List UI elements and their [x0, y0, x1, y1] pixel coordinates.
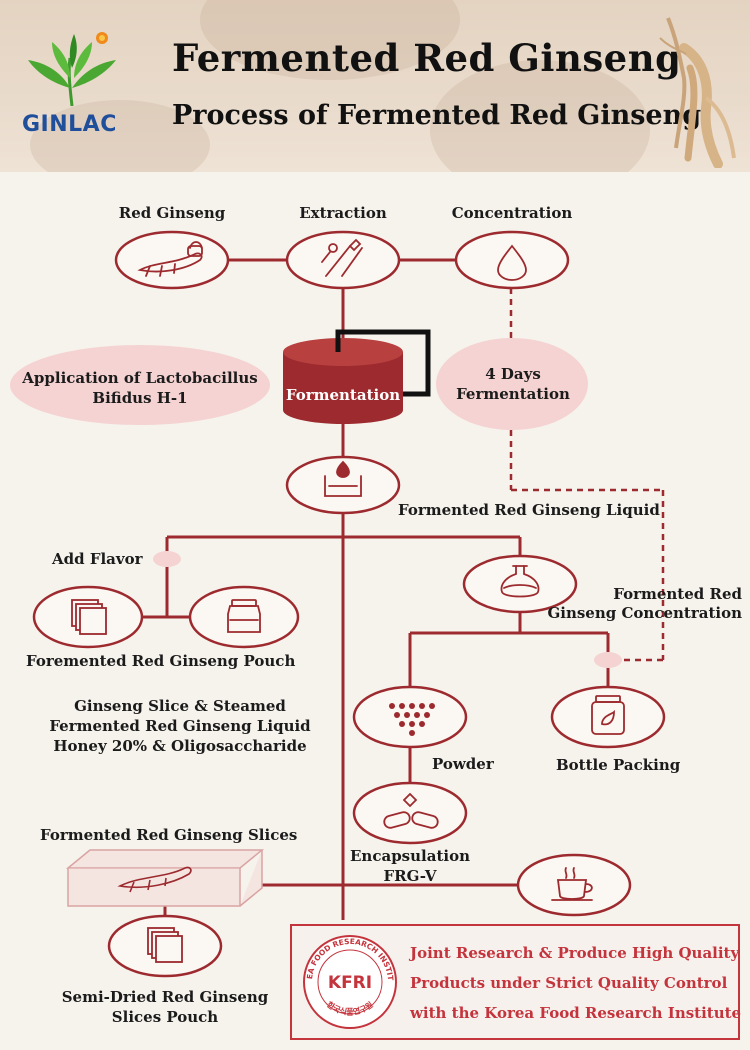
label-days-2: Fermentation: [456, 385, 570, 403]
extraction-circle: [285, 230, 401, 290]
label-concentrate-2: Ginseng Concentration: [547, 604, 742, 622]
liquid-bowl-icon: [324, 460, 362, 497]
label-semi-2: Slices Pouch: [111, 1008, 219, 1026]
kfri-line-3: with the Korea Food Research Institute: [410, 1004, 742, 1022]
stacked-squares-icon-2: [147, 927, 183, 963]
kfri-info-box: KOREA FOOD RESEARCH INSTITUTE 한국식품연구원 KF…: [290, 924, 742, 1040]
add-flavor-dot: [153, 551, 181, 567]
label-add-flavor: Add Flavor: [52, 550, 143, 568]
red-ginseng-circle: [114, 230, 230, 290]
fermentation-days-ellipse: [436, 338, 588, 430]
label-slice-note-2: Fermented Red Ginseng Liquid: [49, 717, 311, 735]
label-fermentation: Formentation: [285, 386, 401, 404]
jar-circle: [188, 585, 300, 649]
header-banner: [0, 0, 750, 172]
ginseng-slice-icon: [117, 866, 192, 893]
extraction-tools-icon: [321, 238, 363, 277]
flask-circle: [462, 554, 578, 614]
label-lactobacillus-2: Bifidus H-1: [92, 389, 188, 407]
label-pouch: Foremented Red Ginseng Pouch: [26, 652, 296, 670]
label-days-1: 4 Days: [485, 365, 541, 383]
label-slice-note-1: Ginseng Slice & Steamed: [74, 697, 286, 715]
label-encap-2: FRG-V: [383, 867, 437, 885]
label-lactobacillus-1: Application of Lactobacillus: [22, 369, 258, 387]
page-title: Fermented Red Ginseng: [172, 36, 682, 80]
liquid-circle: [285, 455, 401, 515]
label-encap-1: Encapsulation: [350, 847, 470, 865]
page-subtitle: Process of Fermented Red Ginseng: [172, 100, 702, 131]
bottle-icon: [591, 695, 625, 735]
ginseng-root-icon: [137, 241, 203, 277]
label-semi-1: Semi-Dried Red Ginseng: [61, 988, 269, 1006]
label-bottle: Bottle Packing: [556, 756, 681, 774]
kfri-line-2: Products under Strict Quality Control: [410, 974, 728, 992]
concentration-circle: [454, 230, 570, 290]
capsule-circle: [352, 781, 468, 845]
kfri-seal-icon: KOREA FOOD RESEARCH INSTITUTE 한국식품연구원 KF…: [300, 932, 397, 1029]
label-concentrate-1: Formented Red: [613, 585, 742, 603]
slices-box-icon: [65, 849, 265, 907]
ginlac-logo-icon: [28, 32, 116, 107]
label-extraction: Extraction: [299, 204, 387, 222]
fermentation-vat-icon: [283, 329, 431, 424]
label-red-ginseng: Red Ginseng: [118, 204, 226, 222]
label-powder: Powder: [432, 755, 494, 773]
label-concentration: Concentration: [451, 204, 573, 222]
kfri-line-1: Joint Research & Produce High Quality: [410, 944, 740, 962]
kfri-logo-text: KFRI: [328, 973, 372, 993]
concentration-dot: [594, 652, 622, 668]
powder-circle: [352, 685, 468, 749]
capsule-icon: [383, 792, 439, 829]
powder-dots-icon: [389, 703, 435, 736]
bottle-circle: [550, 685, 666, 749]
label-slice-note-3: Honey 20% & Oligosaccharide: [53, 737, 307, 755]
coffee-cup-icon: [551, 867, 593, 901]
stacked-squares-icon: [71, 599, 107, 635]
drop-icon: [497, 244, 527, 281]
logo-text: GINLAC: [22, 112, 117, 137]
flask-icon: [500, 565, 540, 598]
ginseng-root-header-icon: [659, 17, 736, 168]
label-liquid: Formented Red Ginseng Liquid: [398, 501, 660, 519]
jar-icon: [227, 599, 261, 633]
label-slices: Formented Red Ginseng Slices: [40, 826, 298, 844]
cup-circle: [516, 853, 632, 917]
lactobacillus-ellipse: [10, 345, 270, 425]
